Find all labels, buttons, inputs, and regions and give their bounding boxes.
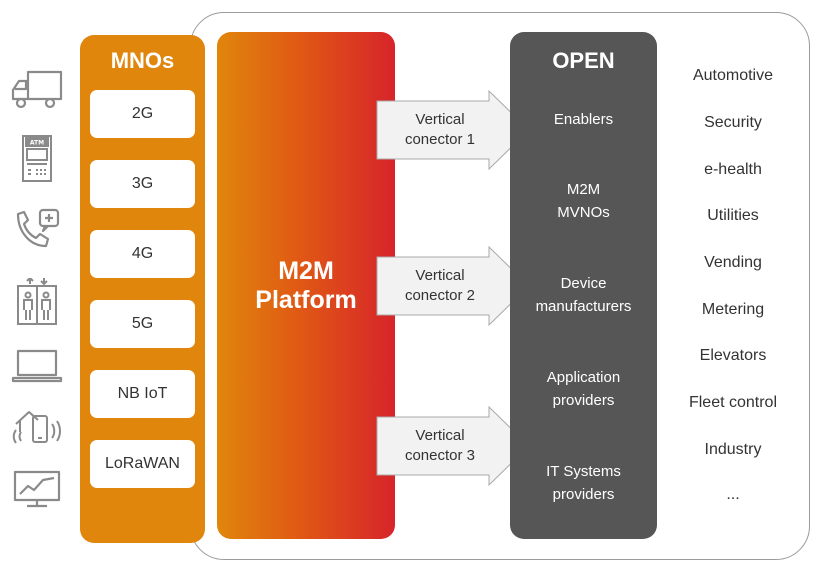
open-item-application-providers: Application providers — [546, 369, 621, 409]
vertical-vending: Vending — [704, 254, 762, 271]
vertical-more: ... — [726, 486, 740, 503]
open-item-enablers: Enablers — [553, 111, 614, 128]
vertical-automotive: Automotive — [692, 67, 774, 84]
open-item-m2m-mvnos: M2M MVNOs — [557, 181, 610, 221]
vertical-connector-2: Vertical conector 2 — [376, 246, 530, 326]
mno-item-lorawan: LoRaWAN — [90, 440, 195, 488]
vertical-security: Security — [704, 114, 762, 131]
mno-item-3g: 3G — [90, 160, 195, 208]
vertical-connector-1: Vertical conector 1 — [376, 90, 530, 170]
vertical-utilities: Utilities — [707, 207, 759, 224]
m2m-platform: M2M Platform — [217, 32, 395, 539]
platform-label: M2M Platform — [255, 256, 357, 314]
phone-health-icon — [10, 206, 64, 254]
mno-item-2g: 2G — [90, 90, 195, 138]
elevator-icon — [10, 276, 64, 326]
vertical-industry: Industry — [704, 441, 762, 458]
open-item-it-systems-providers: IT Systems providers — [546, 463, 621, 503]
connector-label: Vertical conector 1 — [404, 111, 476, 148]
mno-item-4g: 4G — [90, 230, 195, 278]
open-column — [510, 32, 657, 539]
svg-text:ATM: ATM — [30, 140, 44, 147]
truck-icon — [10, 66, 64, 114]
vertical-fleet-control: Fleet control — [688, 394, 778, 411]
vertical-connector-3: Vertical conector 3 — [376, 406, 530, 486]
connector-label: Vertical conector 2 — [404, 267, 476, 304]
open-title: OPEN — [552, 48, 615, 73]
vertical-metering: Metering — [701, 301, 765, 318]
vertical-elevators: Elevators — [699, 347, 767, 364]
atm-icon: ATM — [10, 134, 64, 182]
mno-title: MNOs — [110, 48, 175, 73]
smart-home-icon — [10, 404, 64, 452]
mno-item-5g: 5G — [90, 300, 195, 348]
vertical-e-health: e-health — [704, 161, 762, 178]
mno-item-nb-iot: NB IoT — [90, 370, 195, 418]
connector-label: Vertical conector 3 — [404, 427, 476, 464]
open-item-device-manufacturers: Device manufacturers — [535, 275, 632, 315]
laptop-icon — [10, 344, 64, 392]
monitor-chart-icon — [10, 468, 64, 516]
